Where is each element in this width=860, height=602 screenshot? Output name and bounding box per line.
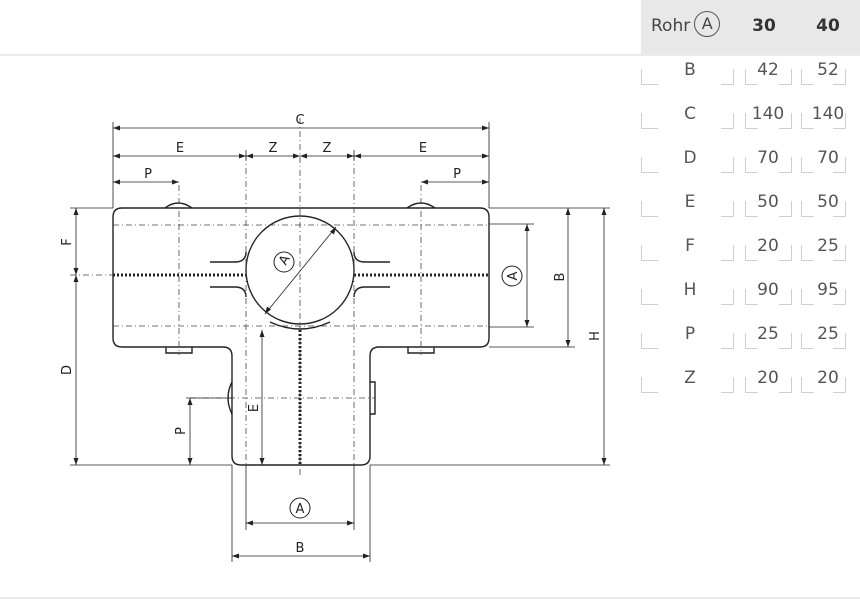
dim-P-left-label: P — [144, 167, 152, 182]
table-row: B 42 52 — [641, 55, 860, 99]
dim-F-label: F — [60, 238, 75, 245]
row-value-30: 50 — [757, 192, 779, 212]
row-value-30: 140 — [751, 104, 785, 124]
row-label: D — [683, 148, 697, 168]
pipe-marker-A: A — [694, 11, 721, 37]
row-value-40: 52 — [817, 60, 839, 80]
row-label: Z — [684, 368, 696, 388]
table-row: D 70 70 — [641, 143, 860, 187]
table-row: E 50 50 — [641, 187, 860, 231]
row-label: B — [684, 60, 696, 80]
dim-Z-left-label: Z — [269, 141, 278, 156]
row-value-30: 90 — [757, 280, 779, 300]
row-label: C — [684, 104, 696, 124]
marker-A-bottom: A — [289, 497, 311, 519]
table-row: P 25 25 — [641, 319, 860, 363]
dim-D-label: D — [60, 365, 75, 375]
row-label: P — [684, 324, 696, 344]
row-value-30: 70 — [757, 148, 779, 168]
table-row: Z 20 20 — [641, 363, 860, 407]
row-value-40: 140 — [811, 104, 845, 124]
dimension-lines — [70, 122, 610, 562]
table-header-col-40: 40 — [816, 16, 840, 36]
svg-text:A: A — [506, 271, 521, 280]
row-value-40: 25 — [817, 324, 839, 344]
dim-E-vertical-label: E — [247, 404, 262, 412]
table-row: H 90 95 — [641, 275, 860, 319]
dim-P-vertical-label: P — [174, 427, 189, 435]
row-label: E — [684, 192, 696, 212]
dim-Z-right-label: Z — [323, 141, 332, 156]
row-value-30: 20 — [757, 236, 779, 256]
marker-A-center: A — [273, 251, 295, 273]
marker-A-right: A — [501, 265, 523, 287]
dim-C-label: C — [295, 113, 304, 128]
dim-E-right-label: E — [419, 141, 427, 156]
row-value-30: 25 — [757, 324, 779, 344]
dim-H-label: H — [588, 331, 603, 341]
arrowheads — [73, 125, 607, 559]
row-value-40: 20 — [817, 368, 839, 388]
table-row: F 20 25 — [641, 231, 860, 275]
row-value-30: 42 — [757, 60, 779, 80]
row-value-40: 95 — [817, 280, 839, 300]
table-header-col-30: 30 — [752, 16, 776, 36]
row-label: F — [685, 236, 695, 256]
row-value-40: 50 — [817, 192, 839, 212]
row-label: H — [683, 280, 697, 300]
svg-text:A: A — [296, 502, 305, 517]
dim-P-right-label: P — [453, 167, 461, 182]
dim-B-right-label: B — [553, 273, 568, 282]
table-row: C 140 140 — [641, 99, 860, 143]
dim-B-bottom-label: B — [296, 541, 305, 556]
row-value-40: 25 — [817, 236, 839, 256]
row-value-40: 70 — [817, 148, 839, 168]
split-lines — [113, 273, 489, 465]
dim-E-left-label: E — [176, 141, 184, 156]
row-value-30: 20 — [757, 368, 779, 388]
